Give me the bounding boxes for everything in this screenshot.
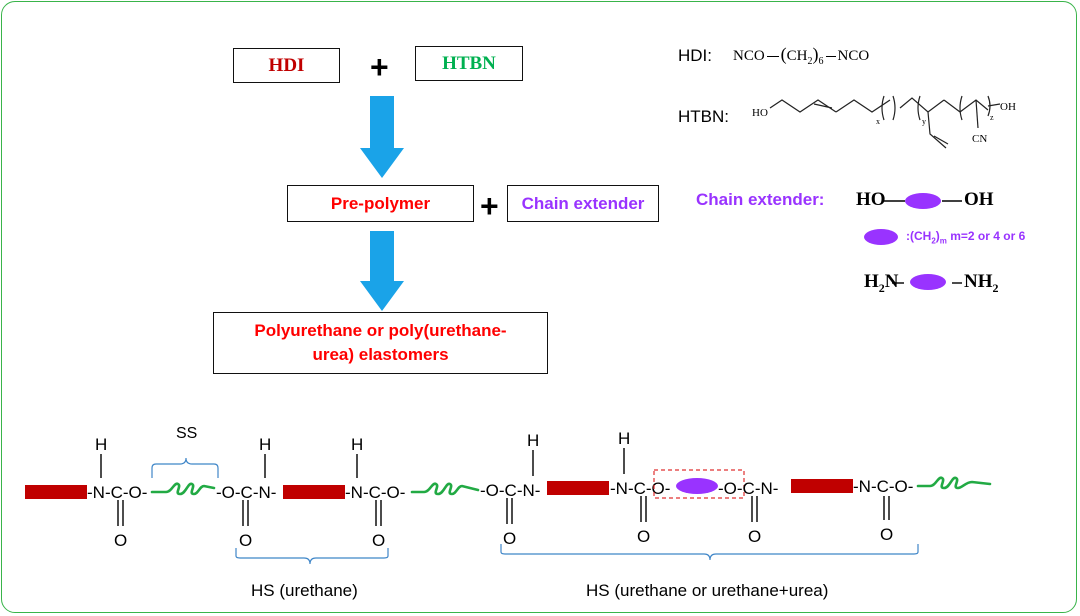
down-arrow-1 xyxy=(360,96,404,178)
diamine-left-n: N xyxy=(884,271,899,292)
htbn-legend-label: HTBN: xyxy=(678,107,729,126)
urethane-7-o: O xyxy=(880,525,893,544)
htbn-sub-y: y xyxy=(922,117,926,126)
prepolymer-box: Pre-polymer xyxy=(287,185,474,222)
urethane-3-n-c-o: -N-C-O- xyxy=(345,483,405,502)
diol-right: OH xyxy=(964,189,994,210)
ellipse-def-close: ) xyxy=(935,229,940,243)
product-box: Polyurethane or poly(urethane- urea) ela… xyxy=(213,312,548,374)
diamine-left-h: H xyxy=(864,271,879,292)
diol-spacer-ellipse xyxy=(905,193,941,209)
urethane-6-o-c-n: -O-C-N- xyxy=(718,479,778,498)
urethane-1-n-c-o: -N-C-O- xyxy=(87,483,147,502)
urethane-4-h: H xyxy=(527,431,539,450)
hdi-dash-left xyxy=(766,56,779,58)
diamine-left: H2N xyxy=(864,271,899,296)
ss-brace xyxy=(151,457,219,478)
product-line-1: Polyurethane or poly(urethane- xyxy=(254,321,507,340)
hard-segment-bar-4 xyxy=(791,479,853,493)
urethane-1-o: O xyxy=(114,531,127,550)
diol-left: HO xyxy=(856,189,886,210)
htbn-oh: OH xyxy=(1000,101,1016,113)
urethane-2-o-c-n: -O-C-N- xyxy=(216,483,276,502)
urethane-1-h: H xyxy=(95,435,107,454)
htbn-sub-x: x xyxy=(876,117,880,126)
soft-segment-coil-2 xyxy=(410,482,480,496)
urethane-5-h: H xyxy=(618,429,630,448)
hdi-box: HDI xyxy=(233,48,340,83)
diamine-right-nh: NH xyxy=(964,271,993,292)
urethane-5-n-c-o: -N-C-O- xyxy=(610,479,670,498)
hard-segment-bar-2 xyxy=(283,485,345,499)
ss-label: SS xyxy=(176,425,197,442)
urethane-4-o-c-n: -O-C-N- xyxy=(480,481,540,500)
urethane-6-o: O xyxy=(748,527,761,546)
hdi-dash-right xyxy=(825,56,836,58)
urethane-7-n-c-o: -N-C-O- xyxy=(853,477,913,496)
htbn-box: HTBN xyxy=(415,46,523,81)
hdi-legend-label: HDI: xyxy=(678,46,712,65)
hs-urethane-label: HS (urethane) xyxy=(251,581,358,600)
urethane-4-o: O xyxy=(503,529,516,548)
hard-segment-bar-1 xyxy=(25,485,87,499)
diamine-right: NH2 xyxy=(964,271,999,296)
htbn-ho: HO xyxy=(752,107,768,119)
urethane-3-h: H xyxy=(351,435,363,454)
ellipse-definition: :(CH2)m m=2 or 4 or 6 xyxy=(906,229,1025,245)
hdi-sub-2: 2 xyxy=(807,56,813,67)
ellipse-def-suffix: m=2 or 4 or 6 xyxy=(950,229,1026,243)
product-line-2: urea) elastomers xyxy=(312,345,449,364)
plus-sign-top: + xyxy=(370,49,389,85)
plus-sign-middle: + xyxy=(480,188,499,224)
urethane-2-o: O xyxy=(239,531,252,550)
chain-extender-ellipse xyxy=(676,478,718,494)
hdi-paren-close: ) xyxy=(812,44,819,64)
hs-urea-bracket xyxy=(500,544,919,561)
hs-urethane-bracket xyxy=(235,548,389,565)
chain-extender-box: Chain extender xyxy=(507,185,659,222)
diamine-spacer-ellipse xyxy=(910,274,946,290)
chain-extender-legend-title: Chain extender: xyxy=(696,190,825,209)
soft-segment-coil-3 xyxy=(916,476,992,490)
ellipse-def-subm: m xyxy=(939,236,947,246)
hdi-ch: CH xyxy=(786,48,808,64)
chain-extender-highlight-box xyxy=(653,469,745,499)
down-arrow-2 xyxy=(360,231,404,311)
hs-urea-label: HS (urethane or urethane+urea) xyxy=(586,581,828,600)
hdi-nco-right: NCO xyxy=(837,48,870,64)
htbn-cn: CN xyxy=(972,133,987,145)
diamine-left-sub: 2 xyxy=(878,280,885,295)
diamine-right-sub: 2 xyxy=(992,280,999,295)
soft-segment-coil-1 xyxy=(150,482,216,496)
hdi-paren-open: ( xyxy=(780,44,787,64)
urethane-2-h: H xyxy=(259,435,271,454)
urethane-5-o: O xyxy=(637,527,650,546)
ellipse-def-prefix: :(CH xyxy=(906,229,932,243)
hdi-formula: NCO (CH2)6 NCO xyxy=(733,44,869,67)
htbn-sub-z: z xyxy=(990,113,994,122)
hard-segment-bar-3 xyxy=(547,481,609,495)
legend-spacer-ellipse xyxy=(864,229,898,245)
hdi-nco-left: NCO xyxy=(733,48,765,64)
hdi-sub-6: 6 xyxy=(818,56,824,67)
urethane-3-o: O xyxy=(372,531,385,550)
ellipse-def-sub2: 2 xyxy=(931,236,936,246)
